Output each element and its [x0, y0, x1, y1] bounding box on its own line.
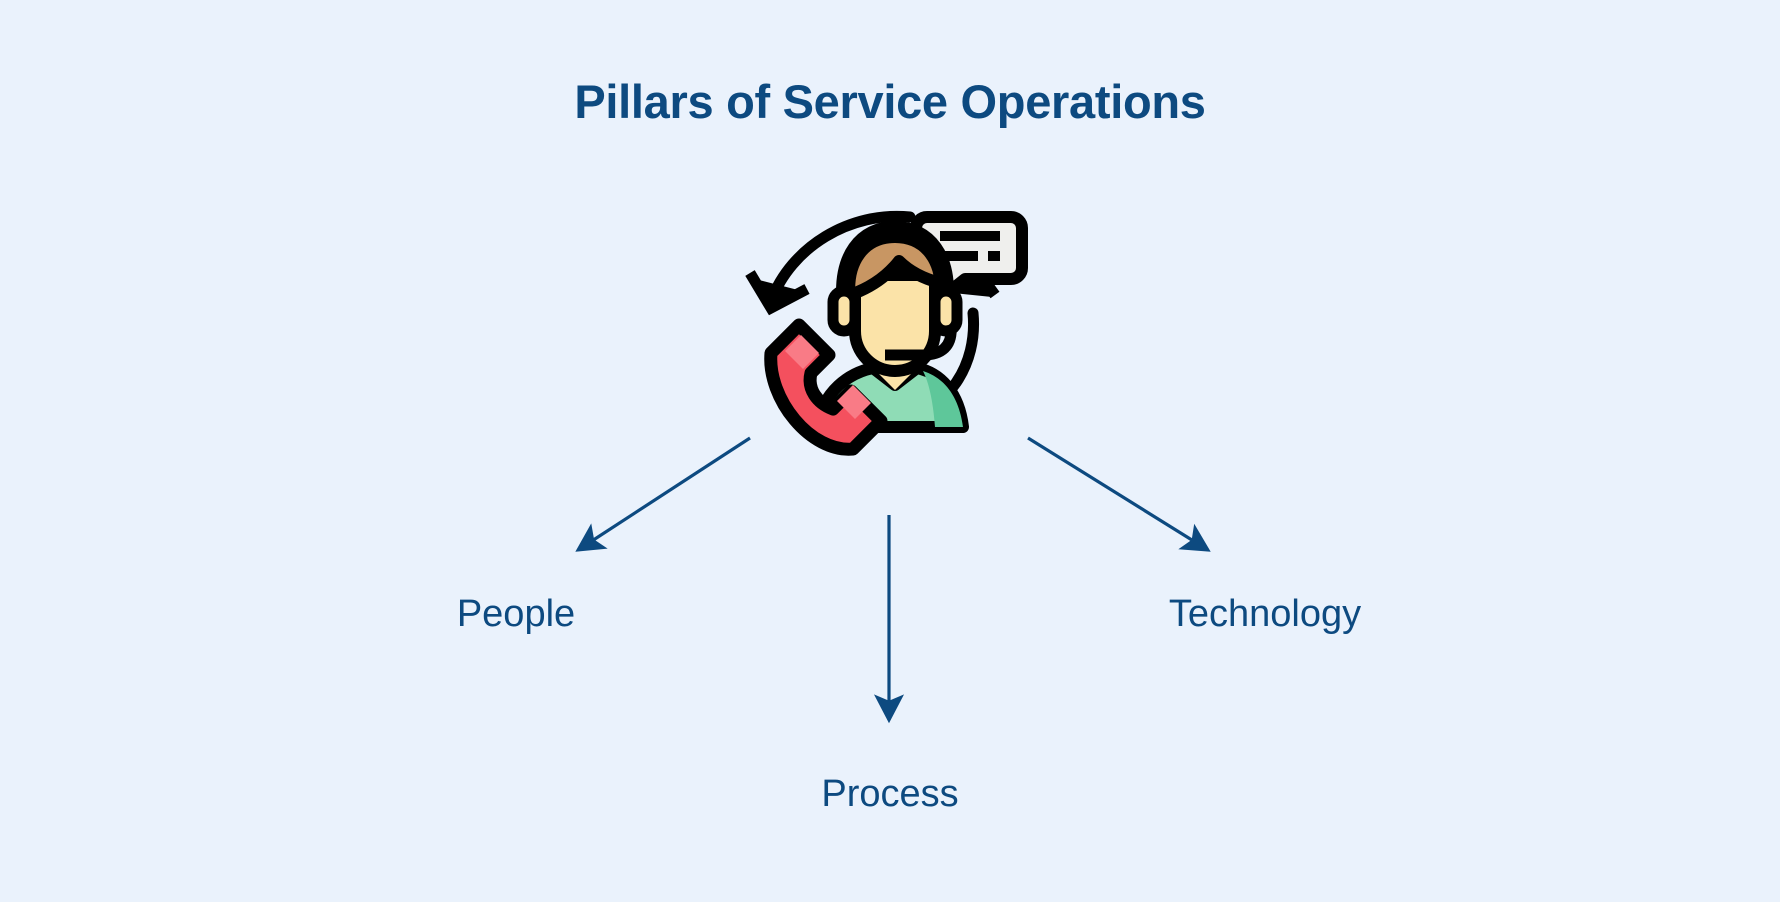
speech-bubble-line-2 — [940, 251, 978, 261]
node-label-people: People — [456, 593, 576, 635]
agent-head — [827, 220, 963, 377]
speech-bubble-line-1 — [940, 231, 1000, 241]
node-label-technology: Technology — [1168, 593, 1362, 635]
page-title: Pillars of Service Operations — [574, 75, 1206, 128]
rotate-arc-left-arrow — [745, 210, 916, 316]
headset-earcup-left — [827, 285, 861, 337]
customer-service-agent-icon — [745, 205, 1035, 480]
arrow-to-people — [575, 436, 751, 552]
speech-bubble-dot — [988, 251, 1000, 261]
node-label-process: Process — [821, 773, 959, 815]
telephone-handset-icon — [764, 318, 888, 456]
arrow-to-technology — [1027, 436, 1211, 552]
